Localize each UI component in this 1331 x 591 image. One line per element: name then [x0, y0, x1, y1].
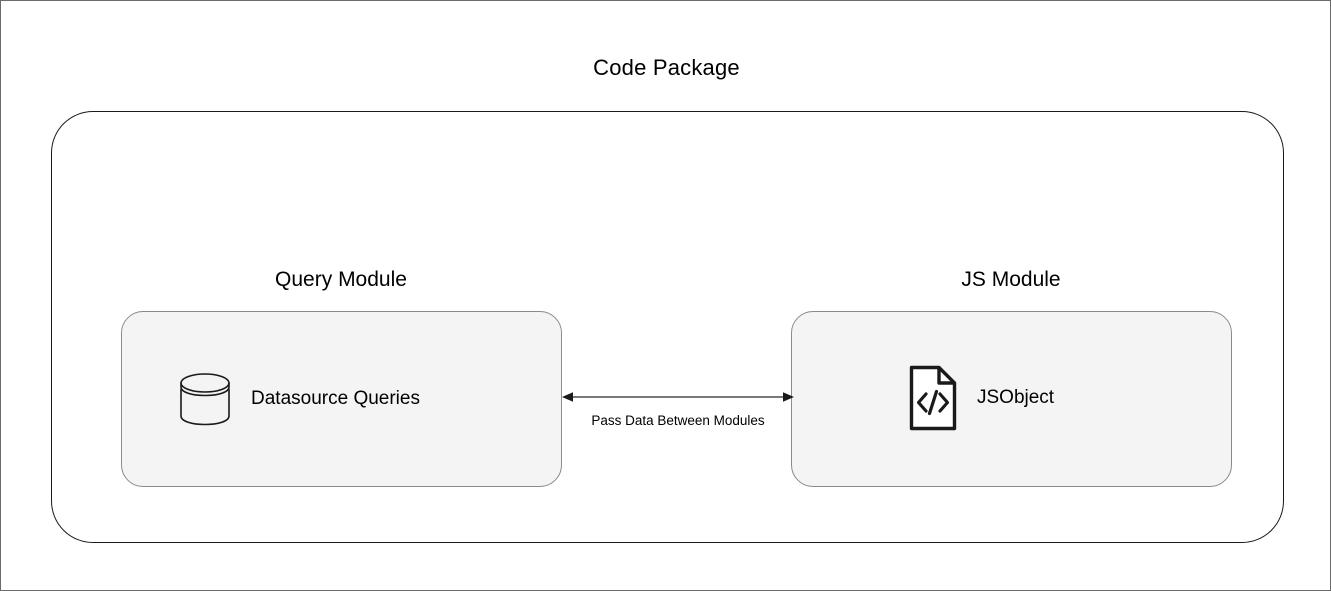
module-item-jsobject[interactable]: JSObject: [907, 364, 1054, 432]
module-title-query: Query Module: [275, 268, 407, 291]
page-title: Code Package: [593, 55, 740, 80]
connector-arrow: [556, 379, 800, 417]
connector-label: Pass Data Between Modules: [591, 413, 765, 428]
module-box-js[interactable]: JSObject: [791, 311, 1232, 487]
module-item-label-jsobject: JSObject: [977, 387, 1055, 408]
database-cylinder-icon: [177, 370, 233, 428]
module-box-query[interactable]: Datasource Queries: [121, 311, 562, 487]
code-package-container: [51, 111, 1284, 543]
module-item-label-datasource-queries: Datasource Queries: [251, 388, 420, 409]
module-title-js: JS Module: [961, 268, 1061, 291]
module-item-datasource-queries[interactable]: Datasource Queries: [177, 370, 420, 428]
double-headed-arrow-icon: [562, 392, 794, 402]
code-file-icon: [907, 364, 959, 432]
